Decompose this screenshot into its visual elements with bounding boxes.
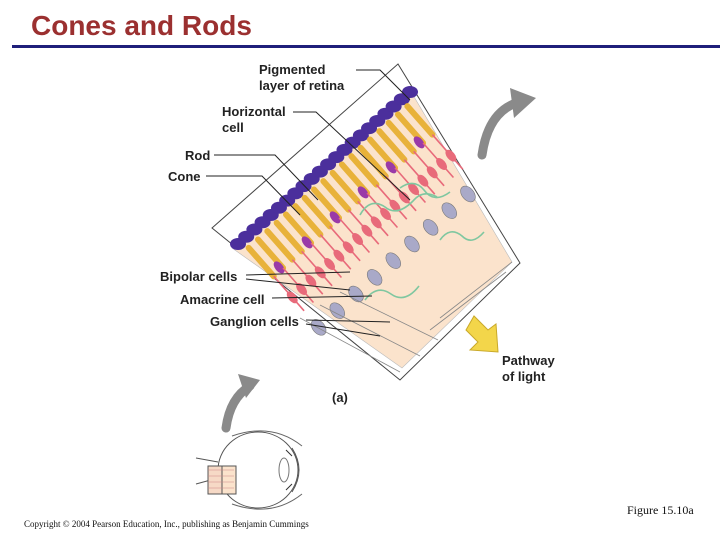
ganglion-cell bbox=[329, 302, 345, 319]
rod-cell bbox=[264, 228, 296, 263]
bipolar-cell bbox=[324, 258, 336, 270]
cornea bbox=[291, 447, 300, 493]
fiber-line bbox=[319, 304, 421, 357]
bipolar-cell bbox=[408, 183, 420, 195]
rod-cell bbox=[357, 144, 389, 180]
ganglion-cell bbox=[404, 235, 420, 253]
horizontal-process-1 bbox=[359, 193, 438, 216]
fiber-line bbox=[439, 261, 513, 319]
pigmented-layer bbox=[230, 86, 418, 250]
ganglion-cell bbox=[366, 269, 383, 286]
label-rod: Rod bbox=[185, 148, 210, 163]
grey-arrow-bottom bbox=[221, 374, 260, 433]
bipolar-cell bbox=[370, 216, 382, 229]
label-horizontal-2: cell bbox=[222, 120, 244, 135]
label-panel-a: (a) bbox=[332, 390, 348, 405]
eye-cross-section bbox=[195, 430, 303, 510]
rod-cell bbox=[320, 178, 352, 213]
ganglion-cell bbox=[460, 185, 476, 203]
leader-cone bbox=[206, 175, 301, 216]
bipolar-cell bbox=[296, 283, 308, 295]
amacrine-process-2 bbox=[439, 231, 485, 241]
leader-lines bbox=[206, 69, 411, 337]
grey-arrow-top bbox=[477, 88, 536, 160]
bipolar-cell bbox=[389, 199, 401, 212]
bipolar-cell bbox=[398, 191, 410, 204]
copyright-notice: Copyright © 2004 Pearson Education, Inc.… bbox=[24, 519, 309, 529]
cone-body bbox=[385, 161, 397, 174]
label-pigmented-1: Pigmented bbox=[259, 62, 326, 77]
bipolar-cell bbox=[426, 166, 438, 179]
rod-cell bbox=[245, 244, 277, 280]
slide-title: Cones and Rods bbox=[31, 10, 252, 41]
title-divider bbox=[12, 45, 720, 48]
rod-cell bbox=[348, 153, 380, 188]
leader-horizontal bbox=[293, 111, 411, 201]
leader-pigmented bbox=[356, 69, 411, 101]
ganglion-cell bbox=[385, 252, 401, 269]
bipolar-cell bbox=[417, 174, 429, 187]
horizontal-process-2 bbox=[399, 182, 451, 199]
label-amacrine: Amacrine cell bbox=[180, 292, 265, 307]
rod-cell bbox=[376, 128, 408, 163]
bipolar-cell bbox=[342, 241, 354, 254]
ganglion-cell bbox=[441, 202, 457, 219]
label-pathway-1: Pathway bbox=[502, 353, 556, 368]
ganglion-cell-layer bbox=[310, 185, 476, 336]
cone-body bbox=[357, 186, 369, 199]
cone-body bbox=[273, 261, 285, 274]
horizontal-cell-processes bbox=[359, 182, 485, 301]
label-bipolar: Bipolar cells bbox=[160, 269, 237, 284]
fiber-line bbox=[299, 317, 401, 373]
fiber-line bbox=[429, 271, 507, 331]
bipolar-cell bbox=[436, 158, 448, 170]
retina-zoom-lines bbox=[208, 469, 234, 489]
retina-zoom-box-outer bbox=[221, 465, 237, 495]
rod-cell bbox=[329, 169, 361, 205]
bipolar-cell bbox=[305, 274, 317, 287]
label-cone: Cone bbox=[168, 169, 201, 184]
leader-bipolar bbox=[245, 271, 351, 276]
bipolar-cell bbox=[380, 208, 392, 220]
cone-body bbox=[329, 211, 341, 224]
leader-amacrine bbox=[271, 295, 373, 299]
lens bbox=[278, 457, 290, 483]
figure-label: Figure 15.10a bbox=[627, 503, 694, 517]
bipolar-cell bbox=[314, 266, 326, 279]
light-pathway-arrow bbox=[465, 315, 499, 353]
rod-cell bbox=[385, 119, 417, 155]
bipolar-cell bbox=[445, 149, 457, 162]
ganglion-cell bbox=[422, 219, 439, 236]
pigment-cell bbox=[402, 86, 418, 98]
leader-bipolar-2 bbox=[245, 278, 351, 291]
leader-ganglion bbox=[305, 319, 391, 323]
leader-rod bbox=[214, 154, 319, 201]
iris bbox=[285, 449, 293, 491]
label-ganglion: Ganglion cells bbox=[210, 314, 299, 329]
rod-cell bbox=[273, 219, 305, 255]
amacrine-process-1 bbox=[364, 285, 420, 301]
bipolar-cell bbox=[352, 233, 364, 245]
eye-outer-lines bbox=[231, 430, 303, 510]
nerve-fiber-layer bbox=[299, 261, 513, 373]
label-pathway-2: of light bbox=[502, 369, 546, 384]
photoreceptor-layer bbox=[245, 103, 436, 280]
label-pigmented-2: layer of retina bbox=[259, 78, 345, 93]
leader-ganglion-2 bbox=[305, 323, 381, 337]
label-horizontal-1: Horizontal bbox=[222, 104, 286, 119]
bipolar-cell bbox=[361, 224, 373, 237]
rod-cell bbox=[404, 103, 436, 138]
rod-cell bbox=[301, 194, 333, 230]
cone-body bbox=[413, 136, 425, 149]
cone-body bbox=[301, 236, 313, 249]
rod-cell bbox=[292, 203, 324, 238]
bipolar-cell bbox=[333, 249, 345, 262]
fiber-line bbox=[339, 291, 439, 341]
